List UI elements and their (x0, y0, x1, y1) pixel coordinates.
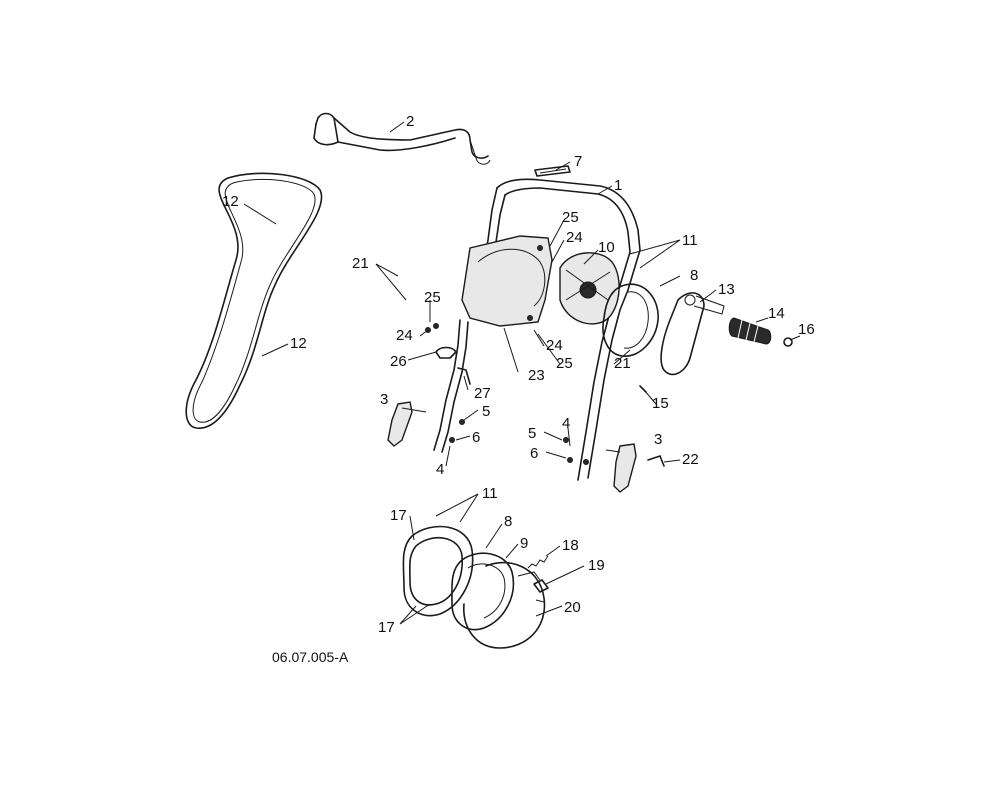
callout-15: 15 (652, 395, 669, 412)
callout-3: 3 (380, 391, 388, 408)
part-1-handle-frame (433, 178, 641, 481)
part-10-pulley (559, 252, 620, 325)
part-19-clip (533, 579, 549, 593)
callout-17: 17 (378, 619, 395, 636)
callout-21: 21 (614, 355, 631, 372)
part-3-bracket-right (605, 443, 637, 493)
callout-22: 22 (682, 451, 699, 468)
part-12-belt (185, 172, 323, 429)
callout-7: 7 (574, 153, 582, 170)
callout-1: 1 (614, 177, 622, 194)
callout-11: 11 (482, 485, 498, 502)
callout-17: 17 (390, 507, 407, 524)
callout-6: 6 (530, 445, 538, 462)
callout-25: 25 (556, 355, 573, 372)
callout-10: 10 (598, 239, 615, 256)
callout-4: 4 (436, 461, 444, 478)
leader-lines (243, 121, 801, 625)
part-14-grip (728, 317, 772, 345)
part-17-ring-housing (402, 525, 474, 617)
callout-11: 11 (682, 232, 698, 249)
callout-12: 12 (290, 335, 307, 352)
callout-27: 27 (474, 385, 491, 402)
callout-4: 4 (562, 415, 570, 432)
callout-24: 24 (546, 337, 563, 354)
part-16-nut (783, 337, 793, 347)
callout-24: 24 (396, 327, 413, 344)
part-18-spring (527, 555, 549, 569)
part-20-ring-gear (463, 561, 546, 649)
callout-14: 14 (768, 305, 785, 322)
part-9-drum (451, 552, 515, 631)
callout-16: 16 (798, 321, 815, 338)
callout-19: 19 (588, 557, 605, 574)
part-7-decal (534, 165, 571, 177)
callout-9: 9 (520, 535, 528, 552)
callout-8: 8 (690, 267, 698, 284)
callout-13: 13 (718, 281, 735, 298)
callout-labels: 2 7 1 12 12 25 24 10 11 21 25 24 8 13 14… (222, 113, 815, 636)
callout-12: 12 (222, 193, 239, 210)
callout-25: 25 (424, 289, 441, 306)
callout-5: 5 (528, 425, 536, 442)
callout-24: 24 (566, 229, 583, 246)
drawing-code: 06.07.005-A (272, 649, 349, 665)
callout-6: 6 (472, 429, 480, 446)
callout-23: 23 (528, 367, 545, 384)
callout-5: 5 (482, 403, 490, 420)
callout-3: 3 (654, 431, 662, 448)
callout-8: 8 (504, 513, 512, 530)
callout-18: 18 (562, 537, 579, 554)
callout-21: 21 (352, 255, 369, 272)
callout-26: 26 (390, 353, 407, 370)
part-13-arm (660, 292, 725, 376)
part-23-housing (461, 235, 553, 327)
callout-25: 25 (562, 209, 579, 226)
part-21-ring (602, 283, 659, 357)
callout-2: 2 (406, 113, 414, 130)
part-3-bracket-left (387, 401, 427, 447)
callout-20: 20 (564, 599, 581, 616)
part-2-control-bar (313, 112, 491, 165)
